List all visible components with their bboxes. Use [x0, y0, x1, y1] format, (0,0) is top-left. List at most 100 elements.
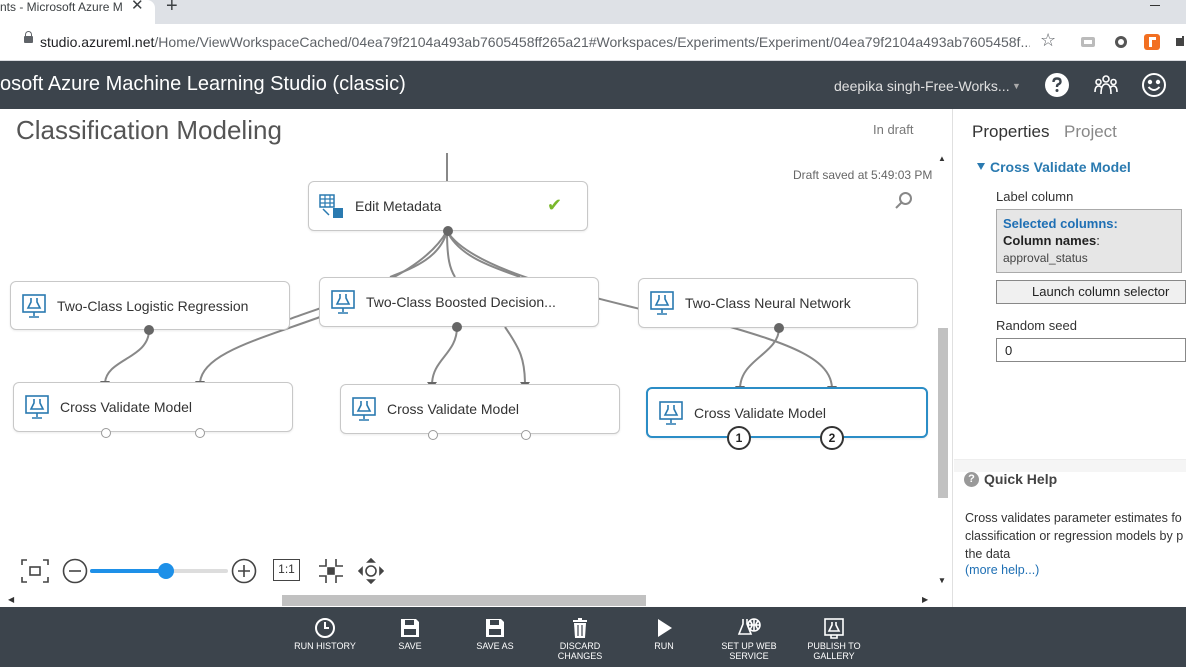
wire-meta-cv2 — [504, 326, 526, 386]
output-port-2[interactable] — [195, 428, 205, 438]
tab-close-icon[interactable]: ✕ — [131, 0, 144, 14]
section-title[interactable]: Cross Validate Model — [990, 159, 1131, 175]
module-two-class-boosted-decision-tree[interactable]: Two-Class Boosted Decision... — [319, 277, 599, 332]
run-history-button[interactable]: RUN HISTORY — [285, 617, 365, 651]
output-port[interactable] — [144, 325, 154, 335]
scroll-left-icon[interactable]: ◀ — [8, 595, 15, 604]
search-icon[interactable] — [894, 191, 914, 216]
url-host: studio.azureml.net — [40, 34, 155, 50]
web-service-icon — [737, 618, 761, 635]
random-seed-input[interactable] — [996, 338, 1186, 362]
flask-icon — [21, 293, 47, 319]
properties-panel: Properties Project Cross Validate Model … — [952, 109, 1186, 607]
zoom-slider-handle[interactable] — [158, 563, 174, 579]
output-port[interactable] — [452, 322, 462, 332]
scroll-thumb[interactable] — [938, 328, 948, 498]
scroll-down-icon[interactable]: ▼ — [938, 576, 946, 585]
bookmark-star-icon[interactable]: ☆ — [1040, 30, 1057, 50]
circle-extension-icon[interactable] — [1113, 34, 1129, 50]
url-field[interactable]: studio.azureml.net/Home/ViewWorkspaceCac… — [40, 34, 1030, 50]
scroll-thumb[interactable] — [282, 595, 646, 606]
output-port[interactable] — [443, 226, 453, 236]
wire-meta-cv3 — [719, 323, 833, 390]
module-cross-validate-model-2[interactable]: Cross Validate Model — [340, 384, 620, 440]
command-label: DISCARD CHANGES — [557, 641, 603, 661]
selected-columns-heading: Selected columns: — [1003, 216, 1118, 231]
flask-icon — [330, 289, 356, 315]
scroll-right-icon[interactable]: ▶ — [922, 595, 929, 604]
check-icon: ✔ — [547, 195, 563, 215]
zoom-in-icon[interactable] — [231, 558, 257, 584]
divider — [954, 459, 1186, 460]
rss-extension-icon[interactable] — [1144, 34, 1160, 50]
feedback-smiley-icon[interactable] — [1141, 72, 1167, 98]
flask-icon — [351, 396, 377, 422]
collapse-triangle-icon[interactable] — [977, 163, 985, 170]
wire-meta-boosted-b — [446, 230, 456, 278]
column-names-separator: : — [1096, 233, 1100, 248]
run-button[interactable]: RUN — [624, 617, 704, 651]
canvas-horizontal-scrollbar[interactable]: ◀ ▶ — [8, 593, 934, 607]
tab-properties[interactable]: Properties — [972, 122, 1050, 141]
fit-to-screen-icon[interactable] — [20, 558, 49, 584]
window-minimize-icon[interactable] — [1150, 5, 1160, 6]
experiment-title[interactable]: Classification Modeling — [16, 115, 282, 145]
save-as-icon — [486, 619, 504, 637]
module-cross-validate-model-3[interactable]: Cross Validate Model 1 2 — [646, 387, 928, 450]
module-label: Two-Class Boosted Decision... — [366, 294, 556, 310]
browser-tab-title: nts - Microsoft Azure M — [0, 0, 123, 14]
module-two-class-neural-network[interactable]: Two-Class Neural Network — [638, 278, 918, 333]
output-port-1[interactable] — [428, 430, 438, 440]
community-icon[interactable] — [1093, 72, 1119, 98]
command-bar: RUN HISTORY SAVE SAVE AS DISCARD CHANGES… — [0, 607, 1186, 667]
browser-tab[interactable]: nts - Microsoft Azure M ✕ — [0, 0, 155, 24]
zoom-to-selection-icon[interactable] — [318, 558, 344, 584]
canvas-vertical-scrollbar[interactable]: ▲ ▼ — [936, 154, 950, 594]
output-port[interactable] — [774, 323, 784, 333]
module-cross-validate-model-1[interactable]: Cross Validate Model — [13, 382, 293, 438]
discard-changes-button[interactable]: DISCARD CHANGES — [540, 617, 620, 661]
app-title: osoft Azure Machine Learning Studio (cla… — [0, 73, 406, 95]
wire-logistic-cv1 — [104, 329, 150, 385]
help-circle-icon: ? — [964, 472, 979, 487]
puzzle-extension-icon[interactable] — [1174, 34, 1186, 50]
actual-size-button[interactable]: 1:1 — [273, 559, 300, 581]
module-two-class-logistic-regression[interactable]: Two-Class Logistic Regression — [10, 281, 290, 335]
output-port-2[interactable]: 2 — [820, 426, 844, 450]
publish-icon — [824, 618, 844, 639]
flask-icon — [24, 394, 50, 420]
tab-project[interactable]: Project — [1064, 122, 1117, 141]
save-button[interactable]: SAVE — [370, 617, 450, 651]
workspace-selector[interactable]: deepika singh-Free-Works... — [834, 78, 1010, 94]
chevron-down-icon[interactable]: ▼ — [1012, 81, 1021, 91]
output-port-2[interactable] — [521, 430, 531, 440]
output-port-1[interactable] — [101, 428, 111, 438]
scroll-down-icon[interactable]: ▼ — [938, 576, 946, 585]
wire-neural-cv3 — [739, 327, 780, 390]
set-up-web-service-button[interactable]: SET UP WEB SERVICE — [709, 617, 789, 661]
wire-boosted-cv2 — [431, 326, 458, 386]
help-icon[interactable] — [1044, 72, 1070, 98]
module-edit-metadata[interactable]: Edit Metadata ✔ — [308, 181, 588, 236]
publish-to-gallery-button[interactable]: PUBLISH TO GALLERY — [794, 617, 874, 661]
label-column-label: Label column — [996, 189, 1074, 204]
scroll-up-icon[interactable]: ▲ — [938, 154, 946, 163]
table-edit-icon — [319, 193, 345, 219]
command-label: RUN HISTORY — [294, 641, 356, 651]
launch-column-selector-button[interactable]: Launch column selector — [996, 280, 1186, 304]
wire-meta-boosted-a — [389, 230, 448, 278]
zoom-out-icon[interactable] — [62, 558, 88, 584]
command-label: RUN — [654, 641, 674, 651]
quick-help-line: the data — [965, 547, 1011, 561]
more-help-link[interactable]: (more help...) — [965, 563, 1040, 577]
new-tab-icon[interactable]: + — [166, 0, 178, 17]
url-path: /Home/ViewWorkspaceCached/04ea79f2104a49… — [154, 34, 1030, 50]
experiment-canvas[interactable]: Classification Modeling In draft Draft s… — [0, 109, 952, 607]
pan-icon[interactable] — [357, 557, 385, 585]
output-port-1[interactable]: 1 — [727, 426, 751, 450]
save-as-button[interactable]: SAVE AS — [455, 617, 535, 651]
flask-icon — [658, 400, 684, 426]
cast-extension-icon[interactable] — [1080, 34, 1096, 50]
command-label: SAVE — [398, 641, 422, 651]
quick-help-title[interactable]: Quick Help — [984, 471, 1058, 487]
